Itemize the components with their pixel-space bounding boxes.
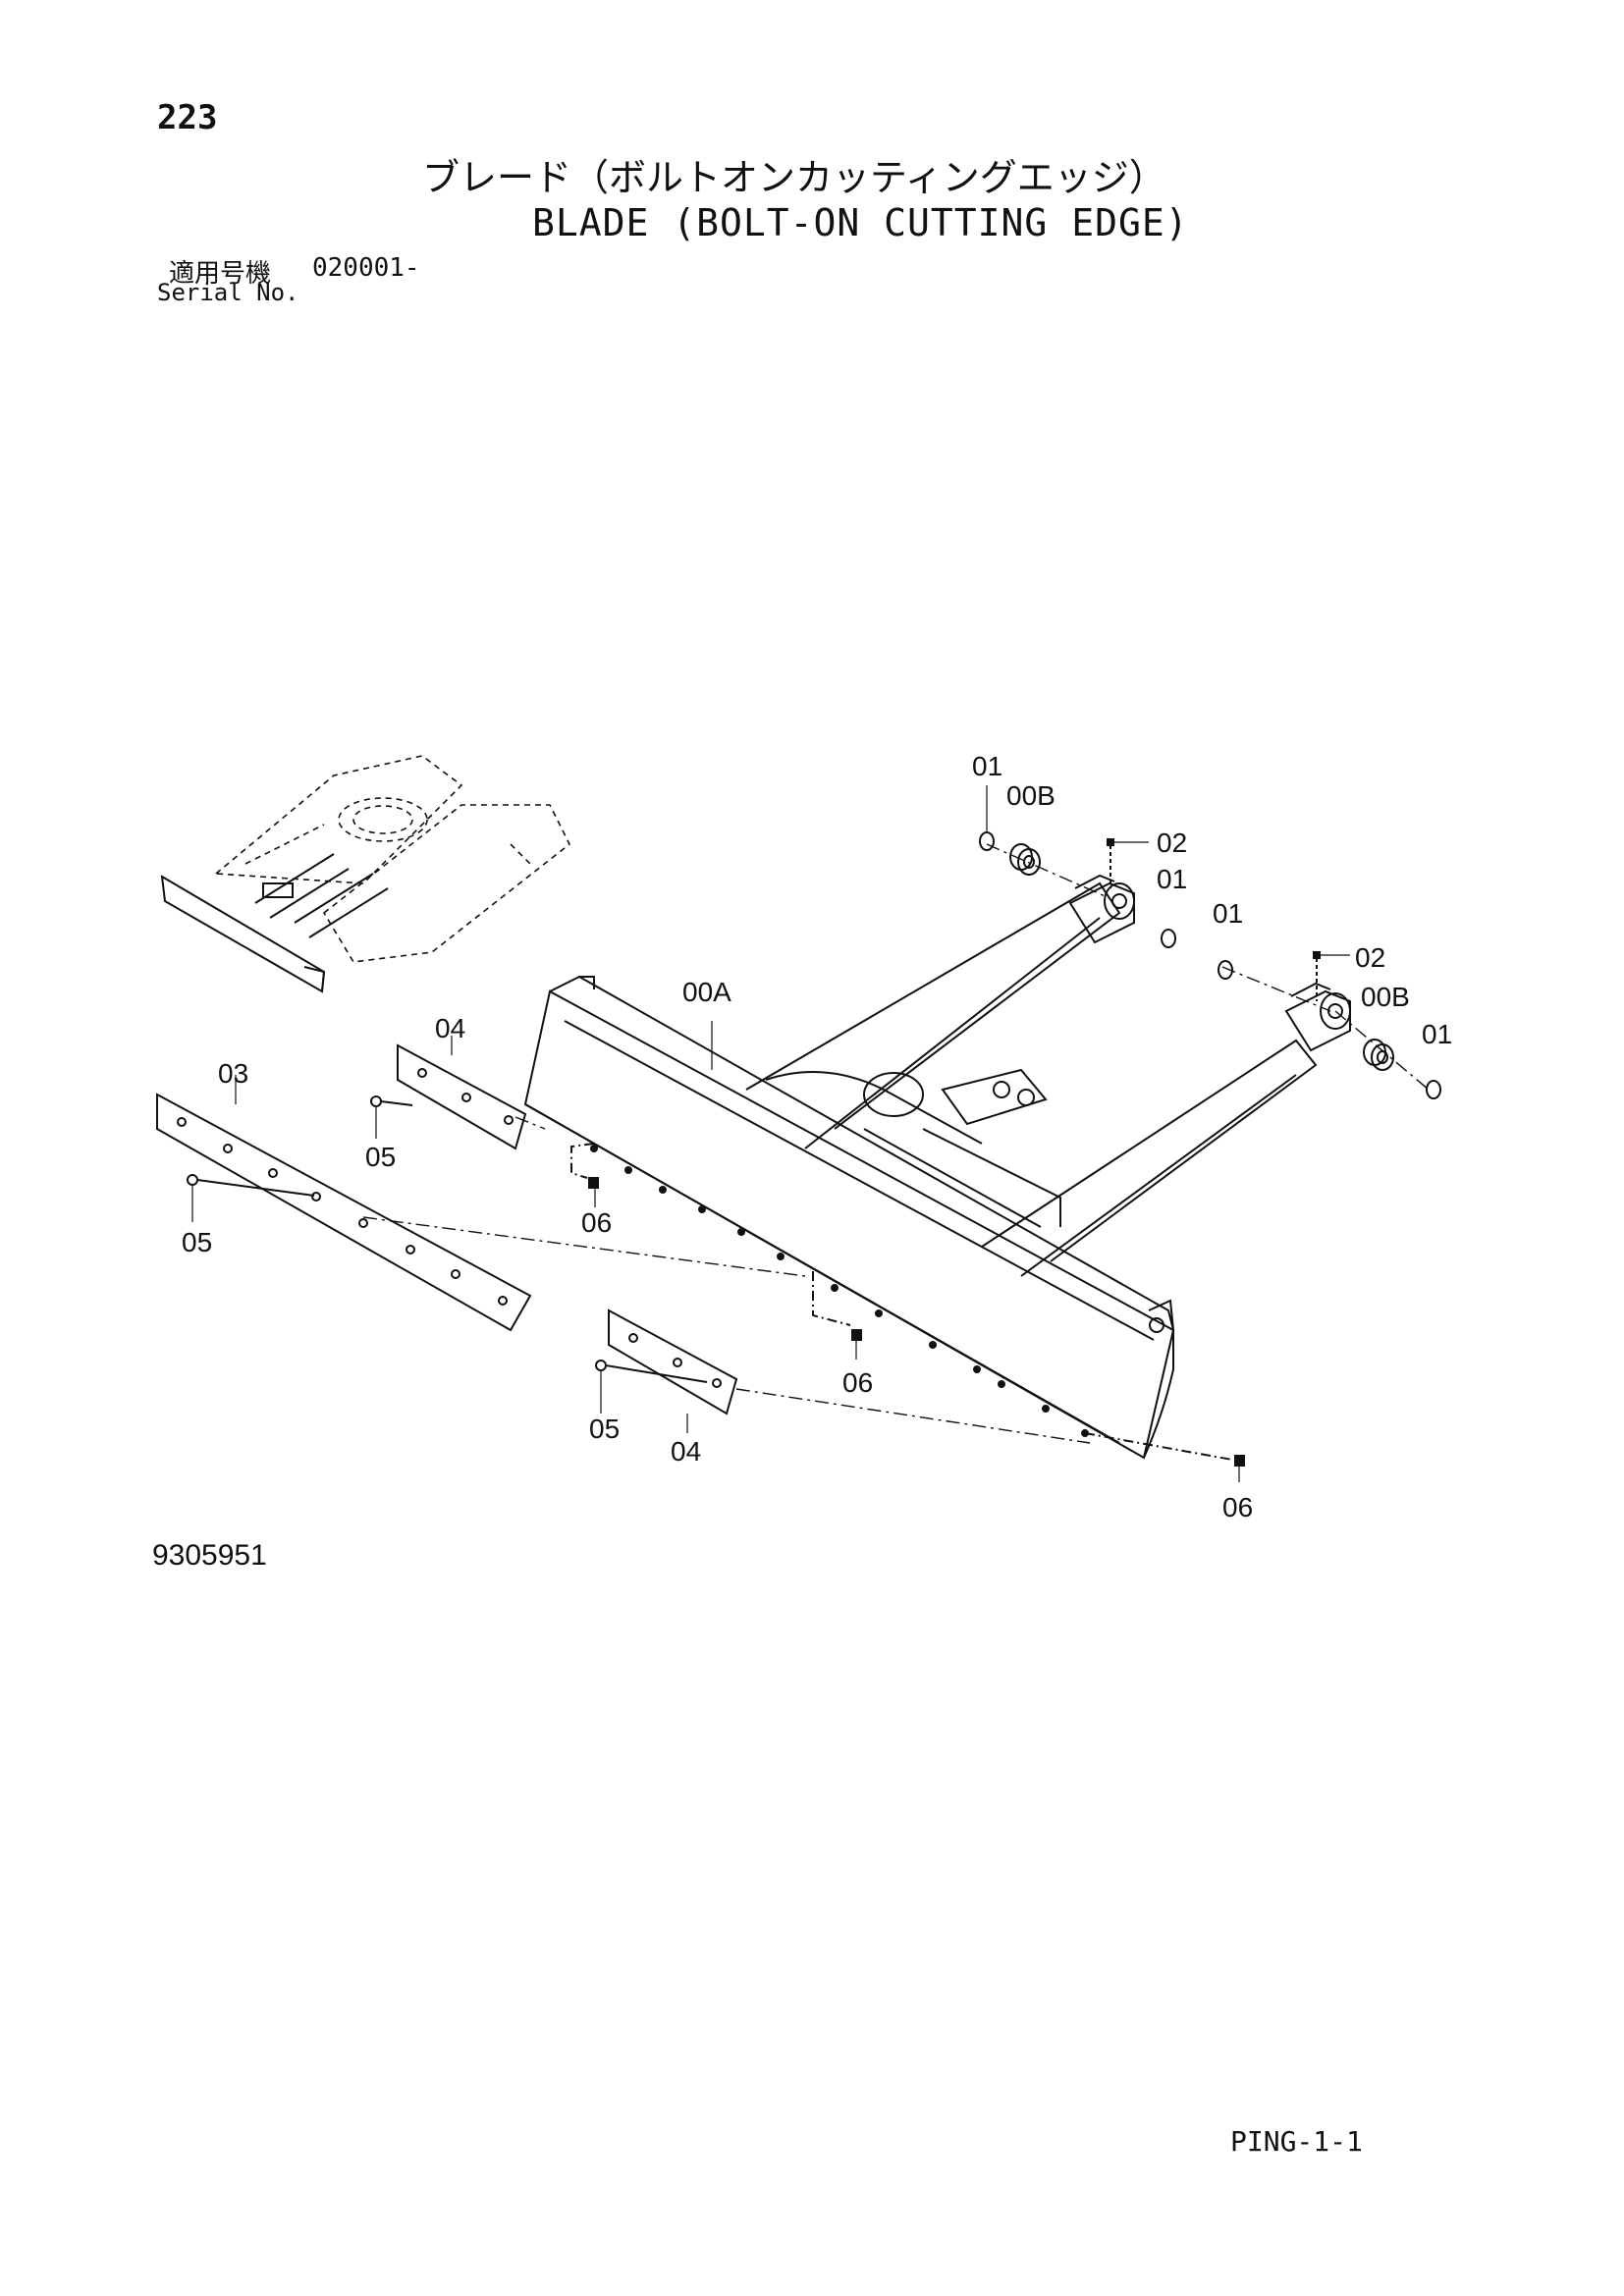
callout-05-a: 05 (365, 1142, 396, 1172)
title-english: BLADE (BOLT-ON CUTTING EDGE) (532, 201, 1189, 244)
right-arm-pivot (1284, 982, 1351, 1052)
leader-lines (191, 1021, 1240, 1482)
serial-label-english: Serial No. (157, 279, 299, 306)
bushing-00B-top (1009, 843, 1041, 876)
callout-05-b: 05 (182, 1227, 212, 1257)
callout-00B-top: 00B (1006, 780, 1056, 811)
part-03-cutting-edge (156, 1093, 532, 1332)
page-number: 223 (157, 98, 218, 137)
callout-04-top: 04 (435, 1013, 465, 1043)
pins-and-rings (979, 785, 1441, 1099)
callout-01-top: 01 (972, 751, 1002, 781)
callout-02-top: 02 (1157, 828, 1187, 858)
callout-01-mid: 01 (1157, 864, 1187, 894)
title-japanese: ブレード（ボルトオンカッティングエッジ） (422, 156, 1166, 199)
callout-03: 03 (218, 1058, 248, 1089)
assembly-lines (362, 843, 1430, 1444)
callout-01-right: 01 (1213, 898, 1243, 929)
callout-04-bot: 04 (671, 1436, 701, 1467)
callout-05-c: 05 (589, 1414, 620, 1444)
callout-02-right: 02 (1355, 942, 1385, 973)
machine-blade-sketch (160, 853, 389, 993)
part-04-side-edge-upper (397, 1043, 527, 1150)
callout-00B-right: 00B (1361, 982, 1410, 1012)
callout-06-b: 06 (842, 1367, 873, 1398)
blade-bolt-holes (590, 1145, 1089, 1437)
callout-01-far: 01 (1422, 1019, 1452, 1049)
callout-06-a: 06 (581, 1207, 612, 1238)
blade-assembly (523, 874, 1351, 1460)
serial-number-value: 020001- (312, 253, 420, 283)
page-code: PING-1-1 (1230, 2125, 1363, 2158)
drawing-number: 9305951 (152, 1539, 267, 1572)
callout-06-c: 06 (1222, 1492, 1253, 1522)
callout-00A: 00A (682, 977, 731, 1007)
serial-label-japanese: 適用号機 (169, 259, 272, 289)
machine-overview-sketch (213, 755, 571, 963)
part-04-side-edge-lower (608, 1308, 738, 1415)
bushing-00B-right (1363, 1039, 1394, 1071)
